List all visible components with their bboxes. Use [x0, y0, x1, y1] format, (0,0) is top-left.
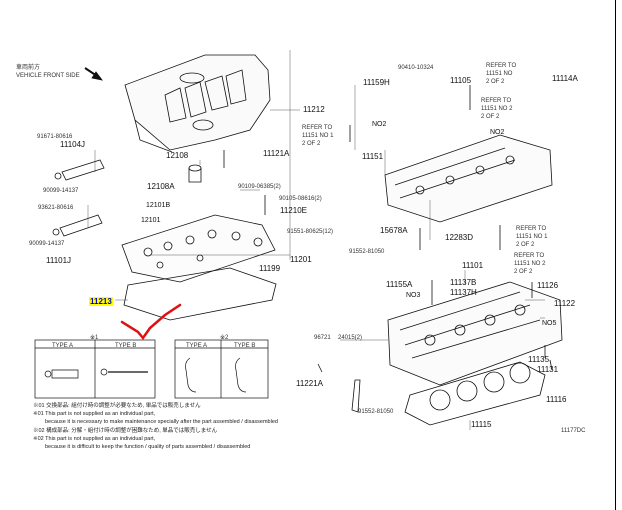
part-label: 12108 — [166, 151, 189, 160]
bolts — [223, 85, 553, 371]
leader-lines — [87, 50, 545, 430]
part-label: 11137B — [450, 278, 477, 287]
refer-label: 2 OF 2 — [481, 114, 500, 120]
part-label: 96721 — [314, 335, 331, 341]
part-label: 11105 — [450, 76, 472, 85]
part-label: 15678A — [380, 226, 408, 235]
part-label: 12101 — [141, 217, 161, 224]
refer-label: 11151 NO 1 — [302, 133, 334, 139]
part-label: 91552-81050 — [349, 249, 385, 255]
legend-ref: ※1 — [90, 335, 99, 341]
legend-type: TYPE B — [234, 343, 256, 349]
cylinder-head-cover — [121, 214, 276, 283]
refer-label: REFER TO — [481, 98, 512, 104]
oil-filler-cap — [188, 164, 202, 183]
part-label: 91551-80625(12) — [287, 229, 334, 235]
refer-label: 11151 NO 1 — [516, 234, 548, 240]
cylinder-head-gasket — [404, 361, 546, 426]
injector-upper — [54, 159, 105, 181]
footnote: ※02 This part is not supplied as an indi… — [33, 436, 156, 442]
part-label: 11201 — [290, 255, 312, 264]
part-label: 11131 — [537, 365, 559, 374]
part-label: 11126 — [537, 281, 559, 290]
part-label: 12101B — [146, 202, 171, 209]
part-label: 11101 — [462, 261, 484, 270]
part-label: NO5 — [542, 320, 557, 327]
refer-label: 2 OF 2 — [516, 242, 535, 248]
cylinder-head — [387, 281, 563, 386]
refer-label: 2 OF 2 — [514, 269, 533, 275]
part-label: 90410-10324 — [398, 65, 434, 71]
right-edge-line — [615, 0, 616, 510]
part-label: NO3 — [406, 292, 421, 299]
part-label: 90099-14137 — [43, 188, 79, 194]
part-label: NO2 — [372, 121, 387, 128]
footnote: because it is difficult to keep the func… — [45, 444, 251, 450]
part-label: 11151 — [362, 152, 384, 161]
red-check-mark — [120, 303, 182, 341]
footnote: ※02 構成部品: 分解・組付け時の調整が困難なため, 単品では販売しません — [33, 428, 218, 434]
part-label: 91671-80616 — [37, 134, 73, 140]
refer-label: 11151 NO 2 — [481, 106, 513, 112]
part-label: NO2 — [490, 129, 505, 136]
part-label: 11104J — [60, 140, 86, 149]
camshaft-housing — [384, 134, 553, 223]
refer-label: REFER TO — [514, 253, 545, 259]
part-label: 90109-06385(2) — [238, 184, 281, 190]
part-label: 11114A — [552, 74, 578, 83]
refer-label: 11151 NO — [486, 71, 513, 77]
part-label: 11210E — [280, 206, 307, 215]
legend-type: TYPE A — [52, 343, 74, 349]
refer-label: REFER TO — [516, 226, 547, 232]
part-label: 93621-80616 — [38, 205, 74, 211]
legend-type: TYPE B — [115, 343, 137, 349]
legend-type: TYPE A — [186, 343, 208, 349]
part-label-highlighted: 11213 — [89, 297, 113, 307]
part-label: 11199 — [259, 264, 281, 273]
part-label: 11121A — [263, 149, 290, 158]
footnote: ※01 交換部品: 組付け時の調整が必要なため, 単品では販売しません — [33, 403, 201, 409]
part-label: 11221A — [296, 379, 323, 388]
part-label: 11116 — [546, 395, 567, 404]
part-label: 90099-14137 — [29, 241, 65, 247]
footnote: ※01 This part is not supplied as an indi… — [33, 411, 156, 417]
head-cover-gasket — [123, 267, 277, 321]
legend-box-2 — [174, 339, 269, 399]
legend-ref: ※2 — [220, 335, 229, 341]
refer-label: 11151 NO 2 — [514, 261, 546, 267]
part-label: 11159H — [363, 78, 390, 87]
plugs — [317, 363, 361, 413]
part-label: 91552-81050 — [358, 409, 394, 415]
front-side-en: VEHICLE FRONT SIDE — [16, 73, 80, 79]
engine-cover — [124, 54, 271, 153]
part-label: 11115 — [471, 420, 492, 429]
part-label: 11101J — [46, 256, 72, 265]
part-label: 12108A — [147, 182, 175, 191]
part-label: 11155A — [386, 280, 413, 289]
refer-label: 2 OF 2 — [302, 141, 321, 147]
part-label: 11212 — [303, 105, 325, 114]
part-label: 24015(2) — [338, 335, 363, 341]
part-label: 90105-08616(2) — [279, 196, 322, 202]
drawing-code: 11177DC — [561, 428, 586, 434]
part-label: 11122 — [554, 299, 576, 308]
front-side-jp: 車両前方 — [16, 65, 41, 71]
refer-label: REFER TO — [486, 63, 517, 69]
injector-lower — [52, 214, 103, 237]
part-label: 11135 — [528, 355, 550, 364]
part-label: 11137H — [450, 288, 477, 297]
refer-label: 2 OF 2 — [486, 79, 505, 85]
part-label: 12283D — [445, 233, 474, 242]
footnote: because it is necessary to make maintena… — [45, 419, 278, 425]
highlight-11213: 11213 — [89, 297, 113, 306]
refer-label: REFER TO — [302, 125, 333, 131]
